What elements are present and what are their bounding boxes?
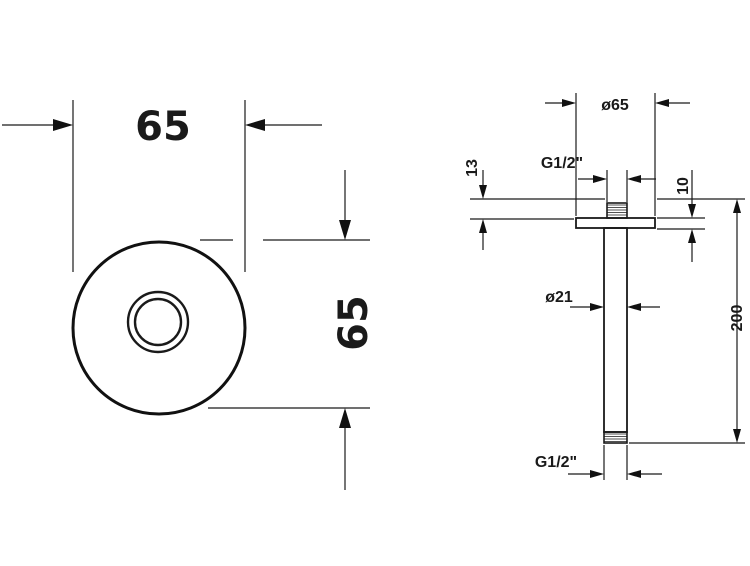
height-arrow-top bbox=[339, 220, 351, 240]
thickness-arrow-top bbox=[479, 185, 487, 199]
flange-diameter-label: ø65 bbox=[601, 97, 629, 114]
width-dimension-label: 65 bbox=[135, 104, 191, 150]
thickness-arrow-bottom bbox=[479, 219, 487, 233]
bottom-thread-arrow-right bbox=[627, 470, 641, 478]
width-arrow-left bbox=[53, 119, 73, 131]
pipe-inner-ring bbox=[133, 297, 183, 347]
top-thread-arrow-right bbox=[627, 175, 641, 183]
length-arrow-bottom bbox=[733, 429, 741, 443]
length-arrow-top bbox=[733, 199, 741, 213]
bottom-thread-label: G1/2" bbox=[535, 454, 577, 471]
front-view: 65 65 bbox=[2, 100, 377, 490]
flange-plate bbox=[575, 217, 656, 229]
pipe-diameter-label: ø21 bbox=[545, 289, 573, 306]
side-view: ø65 G1/2" 13 10 200 bbox=[464, 93, 746, 480]
flange-dia-arrow-left bbox=[562, 99, 576, 107]
flange-dia-arrow-right bbox=[655, 99, 669, 107]
thickness-label: 13 bbox=[464, 159, 481, 177]
pipe-outer-ring bbox=[126, 290, 190, 354]
offset-label: 10 bbox=[675, 177, 692, 195]
pipe-body bbox=[603, 227, 628, 433]
height-arrow-bottom bbox=[339, 408, 351, 428]
pipe-dia-arrow-left bbox=[590, 303, 604, 311]
top-thread-hatch bbox=[607, 204, 627, 216]
offset-arrow-bottom bbox=[688, 229, 696, 243]
length-label: 200 bbox=[729, 305, 746, 332]
bottom-thread-arrow-left bbox=[590, 470, 604, 478]
height-dimension-label: 65 bbox=[331, 295, 377, 351]
flange-outer-circle bbox=[71, 240, 247, 416]
offset-arrow-top bbox=[688, 204, 696, 218]
top-thread-stub bbox=[606, 202, 628, 219]
top-thread-label: G1/2" bbox=[541, 155, 583, 172]
top-thread-arrow-left bbox=[593, 175, 607, 183]
bottom-thread bbox=[603, 431, 628, 444]
bottom-thread-hatch bbox=[604, 433, 627, 442]
width-arrow-right bbox=[245, 119, 265, 131]
pipe-dia-arrow-right bbox=[627, 303, 641, 311]
